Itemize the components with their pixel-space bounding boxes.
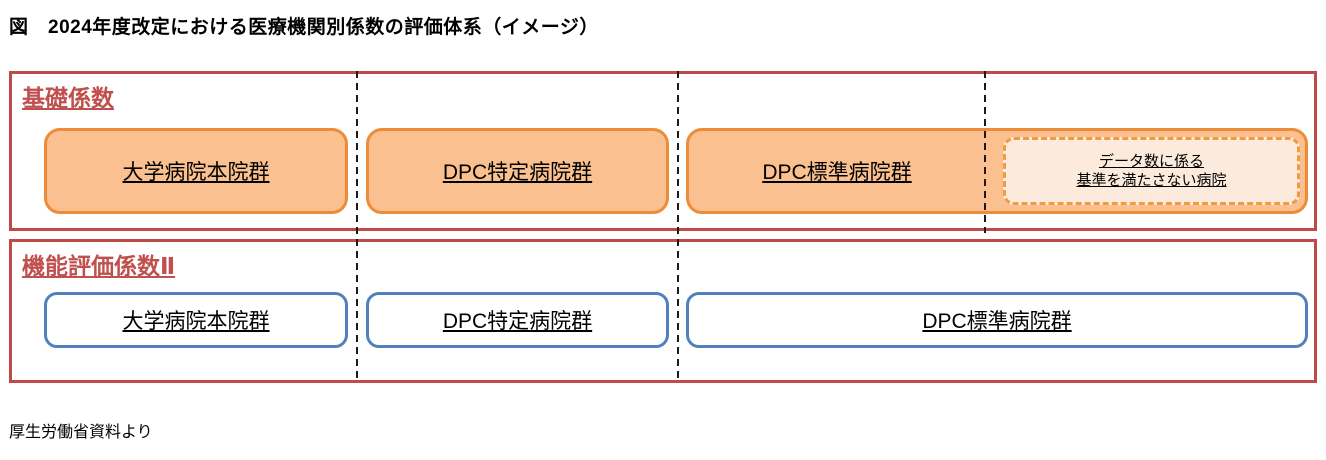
function-box-university-hospital-label: 大学病院本院群 (122, 310, 270, 333)
basic-box-university-hospital-group: 大学病院本院群 (44, 128, 348, 214)
basic-box-dpc-specific-label: DPC特定病院群 (442, 161, 593, 184)
column-separator-line-3 (984, 71, 986, 233)
function-box-dpc-specific-group: DPC特定病院群 (366, 292, 669, 348)
section-function-evaluation-coefficient: 機能評価係数Ⅱ (9, 239, 1317, 383)
section-basic-coefficient: 基礎係数 (9, 71, 1317, 231)
section-function-evaluation-header: 機能評価係数Ⅱ (22, 253, 176, 279)
function-box-university-hospital-group: 大学病院本院群 (44, 292, 348, 348)
exception-label-line2: 基準を満たさない病院 (1076, 172, 1227, 189)
basic-box-data-criteria-exception: データ数に係る 基準を満たさない病院 (1003, 137, 1300, 205)
function-box-dpc-specific-label: DPC特定病院群 (442, 310, 593, 333)
column-separator-line-2 (677, 71, 679, 382)
basic-box-dpc-standard-labelzone: DPC標準病院群 (689, 131, 985, 211)
figure-title: 図 2024年度改定における医療機関別係数の評価体系（イメージ） (9, 17, 599, 38)
section-basic-coefficient-header: 基礎係数 (22, 85, 114, 111)
column-separator-line-1 (356, 71, 358, 382)
basic-box-dpc-standard-group: DPC標準病院群 データ数に係る 基準を満たさない病院 (686, 128, 1308, 214)
basic-box-dpc-standard-label: DPC標準病院群 (762, 161, 912, 184)
source-note: 厚生労働省資料より (9, 424, 153, 441)
function-box-dpc-standard-group: DPC標準病院群 (686, 292, 1308, 348)
function-box-dpc-standard-label: DPC標準病院群 (922, 310, 1072, 333)
basic-box-dpc-specific-group: DPC特定病院群 (366, 128, 669, 214)
basic-box-university-hospital-label: 大学病院本院群 (122, 161, 270, 184)
exception-label-line1: データ数に係る (1098, 152, 1204, 170)
